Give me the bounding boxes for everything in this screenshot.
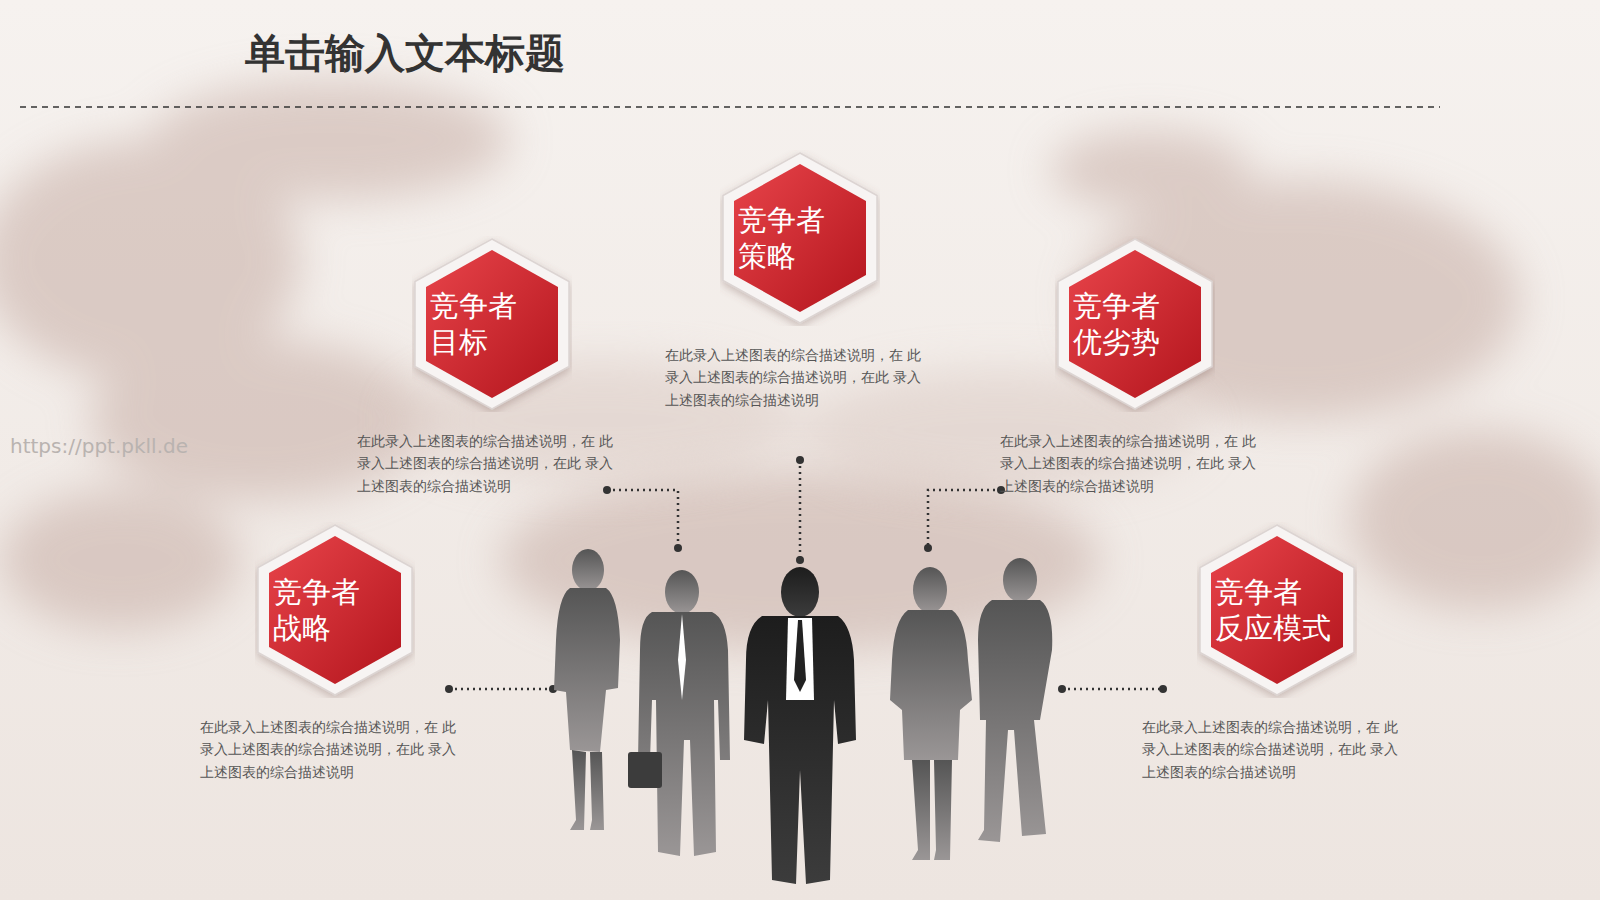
person-silhouette: [890, 567, 972, 860]
node-heading: 竞争者 反应模式: [1215, 574, 1339, 647]
watermark: https://ppt.pkll.de: [10, 434, 188, 458]
hexagon-shape: [720, 150, 880, 326]
person-silhouette: [744, 567, 856, 884]
person-silhouette: [628, 570, 730, 856]
hexagon: 竞争者 优劣势: [1055, 236, 1215, 412]
hexagon-node: 竞争者 策略在此录入上述图表的综合描述说明，在 此录入上述图表的综合描述说明，在…: [660, 150, 940, 411]
hexagon: 竞争者 战略: [255, 522, 415, 698]
hexagon: 竞争者 反应模式: [1197, 522, 1357, 698]
dashed-rule: [20, 106, 1440, 108]
node-heading: 竞争者 目标: [430, 288, 554, 361]
person-silhouette: [978, 558, 1052, 842]
node-heading: 竞争者 策略: [738, 202, 862, 275]
hexagon: 竞争者 策略: [720, 150, 880, 326]
node-heading: 竞争者 优劣势: [1073, 288, 1197, 361]
person-silhouette: [554, 549, 620, 830]
slide-title: 单击输入文本标题: [245, 26, 565, 81]
hexagon-node: 竞争者 战略在此录入上述图表的综合描述说明，在 此录入上述图表的综合描述说明，在…: [195, 522, 475, 783]
node-description: 在此录入上述图表的综合描述说明，在 此录入上述图表的综合描述说明，在此 录入上述…: [200, 716, 470, 783]
node-description: 在此录入上述图表的综合描述说明，在 此录入上述图表的综合描述说明，在此 录入上述…: [357, 430, 627, 497]
node-description: 在此录入上述图表的综合描述说明，在 此录入上述图表的综合描述说明，在此 录入上述…: [1142, 716, 1412, 783]
hexagon-node: 竞争者 目标在此录入上述图表的综合描述说明，在 此录入上述图表的综合描述说明，在…: [352, 236, 632, 497]
node-description: 在此录入上述图表的综合描述说明，在 此录入上述图表的综合描述说明，在此 录入上述…: [665, 344, 935, 411]
hexagon-shape: [1197, 522, 1357, 698]
hexagon-shape: [255, 522, 415, 698]
hexagon-node: 竞争者 反应模式在此录入上述图表的综合描述说明，在 此录入上述图表的综合描述说明…: [1137, 522, 1417, 783]
node-description: 在此录入上述图表的综合描述说明，在 此录入上述图表的综合描述说明，在此 录入上述…: [1000, 430, 1270, 497]
hexagon-shape: [1055, 236, 1215, 412]
node-heading: 竞争者 战略: [273, 574, 397, 647]
hexagon-shape: [412, 236, 572, 412]
hexagon: 竞争者 目标: [412, 236, 572, 412]
hexagon-node: 竞争者 优劣势在此录入上述图表的综合描述说明，在 此录入上述图表的综合描述说明，…: [995, 236, 1275, 497]
